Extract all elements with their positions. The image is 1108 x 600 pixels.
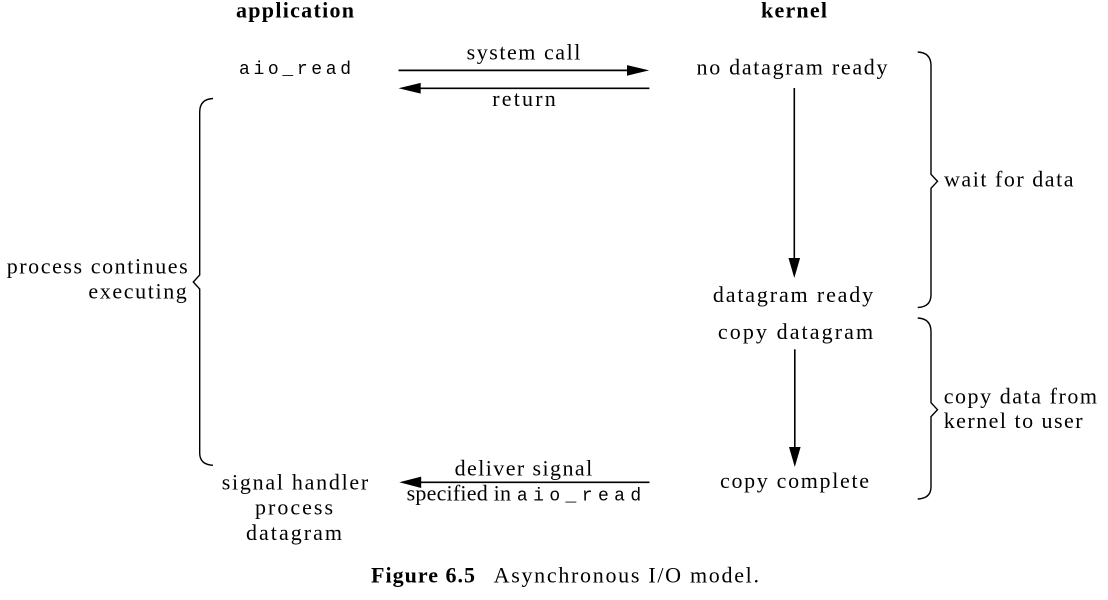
- svg-text:process: process: [255, 495, 333, 520]
- svg-text:no datagram ready: no datagram ready: [697, 55, 888, 80]
- svg-text:copy data from: copy data from: [944, 383, 1097, 408]
- svg-text:executing: executing: [88, 279, 186, 304]
- svg-text:Asynchronous I/O model.: Asynchronous I/O model.: [494, 563, 759, 588]
- svg-text:kernel to user: kernel to user: [944, 408, 1084, 433]
- svg-text:process continues: process continues: [7, 253, 188, 278]
- svg-text:return: return: [492, 86, 556, 111]
- svg-text:application: application: [236, 0, 354, 23]
- svg-text:copy complete: copy complete: [720, 468, 869, 493]
- svg-text:signal handler: signal handler: [222, 470, 369, 495]
- svg-text:specified in aio_read: specified in aio_read: [407, 480, 642, 506]
- svg-text:kernel: kernel: [761, 0, 827, 23]
- svg-text:system call: system call: [467, 40, 581, 65]
- svg-text:copy datagram: copy datagram: [718, 319, 873, 344]
- svg-text:Figure 6.5: Figure 6.5: [371, 563, 475, 588]
- svg-text:deliver signal: deliver signal: [455, 456, 593, 481]
- svg-text:datagram: datagram: [246, 520, 342, 545]
- svg-text:datagram ready: datagram ready: [713, 282, 873, 307]
- svg-text:aio_read: aio_read: [239, 60, 351, 80]
- svg-text:wait for data: wait for data: [944, 167, 1074, 192]
